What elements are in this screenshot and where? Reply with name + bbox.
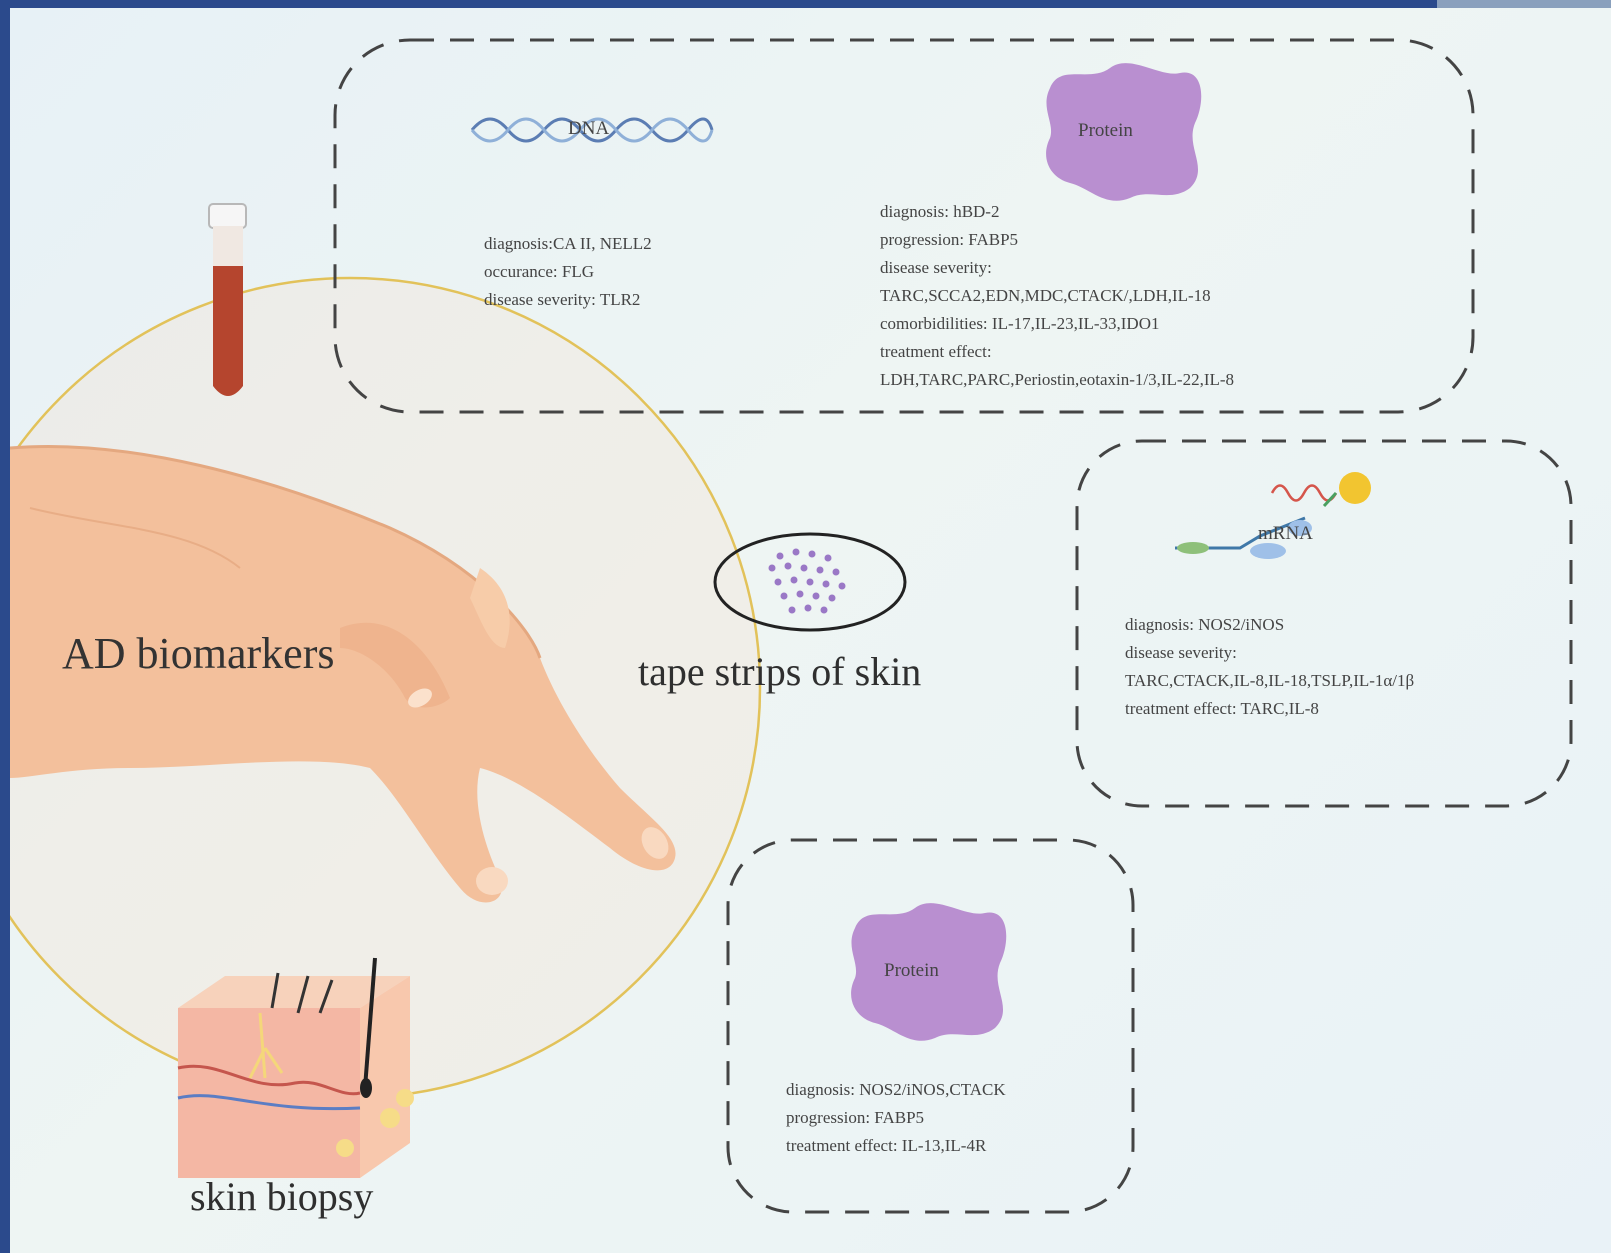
tape-dot xyxy=(789,607,796,614)
skin-cube-icon xyxy=(178,958,414,1178)
dna-line: disease severity: TLR2 xyxy=(484,286,652,314)
tape-strips-label: tape strips of skin xyxy=(638,648,921,695)
protein-line: treatment effect: xyxy=(880,338,1234,366)
tape-dot xyxy=(829,595,836,602)
ad-biomarkers-title: AD biomarkers xyxy=(62,628,335,679)
biopsy-line: treatment effect: IL-13,IL-4R xyxy=(786,1132,1006,1160)
mrna-biomarker-list: diagnosis: NOS2/iNOS disease severity: T… xyxy=(1125,611,1414,723)
tape-dot xyxy=(833,569,840,576)
mrna-line: treatment effect: TARC,IL-8 xyxy=(1125,695,1414,723)
protein-label-bottom: Protein xyxy=(884,960,939,982)
tape-dot xyxy=(793,549,800,556)
protein-line: diagnosis: hBD-2 xyxy=(880,198,1234,226)
protein-line: disease severity: xyxy=(880,254,1234,282)
tape-dot xyxy=(791,577,798,584)
diagram-canvas: AD biomarkers tape strips of skin skin b… xyxy=(10,8,1611,1253)
tape-dot xyxy=(839,583,846,590)
protein-line: comorbidilities: IL-17,IL-23,IL-33,IDO1 xyxy=(880,310,1234,338)
mrna-line: TARC,CTACK,IL-8,IL-18,TSLP,IL-1α/1β xyxy=(1125,667,1414,695)
mrna-line: disease severity: xyxy=(1125,639,1414,667)
tape-dot xyxy=(777,553,784,560)
protein-label-top: Protein xyxy=(1078,120,1133,142)
tape-dot xyxy=(769,565,776,572)
dna-label: DNA xyxy=(568,118,609,140)
tape-dot xyxy=(801,565,808,572)
protein-line: LDH,TARC,PARC,Periostin,eotaxin-1/3,IL-2… xyxy=(880,366,1234,394)
biopsy-line: diagnosis: NOS2/iNOS,CTACK xyxy=(786,1076,1006,1104)
top-strip xyxy=(1437,0,1611,8)
blood-tube-icon xyxy=(209,204,246,396)
tape-dot xyxy=(781,593,788,600)
tape-dot xyxy=(817,567,824,574)
tape-dot xyxy=(785,563,792,570)
tape-dot xyxy=(809,551,816,558)
dna-line: occurance: FLG xyxy=(484,258,652,286)
skin-biopsy-label: skin biopsy xyxy=(190,1173,373,1220)
tape-dot xyxy=(821,607,828,614)
mrna-icon xyxy=(1175,472,1371,559)
protein-biomarker-list: diagnosis: hBD-2 progression: FABP5 dise… xyxy=(880,198,1234,394)
tape-dot xyxy=(797,591,804,598)
protein-line: TARC,SCCA2,EDN,MDC,CTACK/,LDH,IL-18 xyxy=(880,282,1234,310)
biopsy-line: progression: FABP5 xyxy=(786,1104,1006,1132)
dna-line: diagnosis:CA II, NELL2 xyxy=(484,230,652,258)
tape-dot xyxy=(813,593,820,600)
tape-dot xyxy=(805,605,812,612)
protein-line: progression: FABP5 xyxy=(880,226,1234,254)
tape-dot xyxy=(823,581,830,588)
tape-dot xyxy=(807,579,814,586)
mrna-line: diagnosis: NOS2/iNOS xyxy=(1125,611,1414,639)
tape-dot xyxy=(825,555,832,562)
biopsy-biomarker-list: diagnosis: NOS2/iNOS,CTACK progression: … xyxy=(786,1076,1006,1160)
tape-dot xyxy=(775,579,782,586)
mrna-label: mRNA xyxy=(1258,523,1313,545)
dna-biomarker-list: diagnosis:CA II, NELL2 occurance: FLG di… xyxy=(484,230,652,314)
